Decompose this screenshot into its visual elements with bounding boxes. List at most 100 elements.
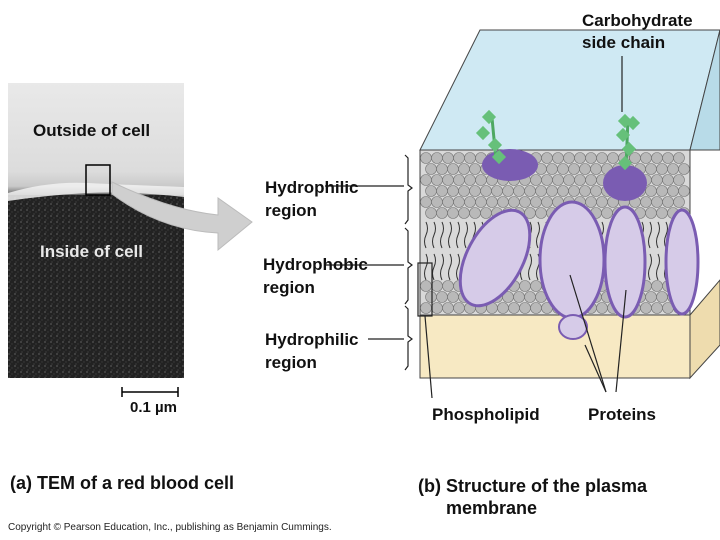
lipid-head [442, 302, 454, 314]
lipid-head [552, 174, 564, 186]
lipid-head [656, 291, 668, 303]
lipid-tail [656, 221, 660, 249]
lipid-head [645, 185, 657, 197]
lipid-head [585, 152, 597, 164]
lipid-head [574, 174, 586, 186]
lipid-head [508, 302, 520, 314]
lipid-tail [464, 221, 468, 249]
lipid-head [453, 196, 465, 208]
carbohydrate-label-line2: side chain [582, 33, 666, 52]
lipid-head [574, 152, 586, 164]
lipid-head [607, 152, 619, 164]
lipid-head [678, 163, 690, 175]
lipid-head [442, 280, 454, 292]
lipid-head [541, 174, 553, 186]
lipid-head [447, 207, 459, 219]
lipid-head [568, 185, 580, 197]
lipid-head [640, 196, 652, 208]
lipid-head [420, 196, 432, 208]
lipid-head [645, 207, 657, 219]
region-label-line1: Hydrophilic [265, 330, 359, 349]
lipid-head [645, 291, 657, 303]
region-label-line2: region [265, 353, 317, 372]
lipid-head [678, 185, 690, 197]
lipid-head [453, 174, 465, 186]
lipid-head [579, 163, 591, 175]
lipid-head [497, 302, 509, 314]
region-label-line2: region [263, 278, 315, 297]
zoom-arrow [111, 181, 253, 252]
lipid-head [590, 163, 602, 175]
lipid-head [420, 302, 432, 314]
peripheral-protein [603, 165, 647, 201]
lipid-head [651, 280, 663, 292]
lipid-head [464, 152, 476, 164]
lipid-head [640, 302, 652, 314]
lipid-tail [448, 221, 452, 249]
lipid-head [596, 302, 608, 314]
lipid-head [651, 152, 663, 164]
integral-protein [664, 208, 700, 316]
lipid-tail [440, 253, 444, 281]
lipid-head [629, 152, 641, 164]
carbohydrate-label: Carbohydrate side chain [582, 10, 693, 54]
lipid-head [546, 185, 558, 197]
lipid-head [651, 302, 663, 314]
lipid-head [442, 152, 454, 164]
lipid-head [530, 174, 542, 186]
lipid-head [667, 185, 679, 197]
lipid-head [662, 152, 674, 164]
lipid-tail [448, 253, 452, 281]
carbohydrate-chains [475, 109, 641, 171]
lipid-head [656, 185, 668, 197]
lipid-head [519, 302, 531, 314]
lipid-head [436, 291, 448, 303]
lipid-head [667, 163, 679, 175]
lipid-head [585, 174, 597, 186]
lipid-head [431, 196, 443, 208]
lipid-head [568, 163, 580, 175]
lipid-head [656, 163, 668, 175]
lipid-head [447, 185, 459, 197]
lipid-head [425, 291, 437, 303]
region-label-line1: Hydrophobic [263, 255, 368, 274]
lipid-head [513, 185, 525, 197]
lipid-head [480, 207, 492, 219]
lipid-tail [536, 221, 540, 249]
lipid-tail [656, 253, 660, 281]
lipid-head [491, 185, 503, 197]
lipid-head [475, 196, 487, 208]
lipid-head [469, 163, 481, 175]
lipid-head [464, 174, 476, 186]
lipid-head [486, 196, 498, 208]
lipid-head [524, 291, 536, 303]
lipid-head [524, 185, 536, 197]
proteins-label: Proteins [588, 405, 657, 424]
caption-b-line2: membrane [446, 498, 538, 518]
lipid-head [585, 196, 597, 208]
phospholipid-label: Phospholipid [432, 405, 540, 424]
scale-bar-label: 0.1 µm [130, 399, 177, 416]
lipid-tail [424, 253, 428, 281]
lipid-head [530, 302, 542, 314]
lipid-head [546, 163, 558, 175]
lipid-head [497, 196, 509, 208]
lipid-head [535, 207, 547, 219]
lipid-head [673, 152, 685, 164]
lipid-head [530, 196, 542, 208]
lipid-head [458, 185, 470, 197]
lipid-tail [648, 253, 652, 281]
lipid-head [420, 280, 432, 292]
lipid-head [447, 163, 459, 175]
lipid-head [442, 174, 454, 186]
lipid-head [464, 196, 476, 208]
lipid-head [431, 152, 443, 164]
tem-micrograph [8, 83, 184, 378]
lipid-head [541, 152, 553, 164]
inside-of-cell-label: Inside of cell [40, 242, 143, 261]
lipid-head [596, 196, 608, 208]
lipid-head [552, 152, 564, 164]
lipid-head [530, 280, 542, 292]
lipid-tail [432, 253, 436, 281]
